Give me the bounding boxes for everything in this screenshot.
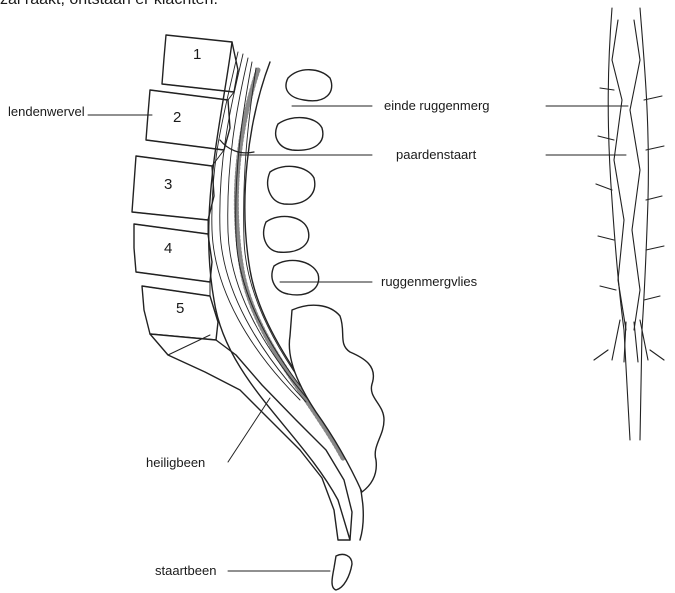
vertebral-bodies [132,35,238,340]
label-lumbar-vertebra: lendenwervel [8,104,85,119]
vertebra-number-2: 2 [173,109,181,126]
label-end-spinal-cord: einde ruggenmerg [384,98,490,113]
vertebra-number-1: 1 [193,46,201,63]
vertebra-number-4: 4 [164,240,172,257]
vertebra-number-5: 5 [176,300,184,317]
label-cauda-equina: paardenstaart [396,147,476,162]
label-sacrum: heiligbeen [146,455,205,470]
cauda-equina-detail [594,8,664,440]
label-spinal-membrane: ruggenmergvlies [381,274,477,289]
coccyx [332,554,352,590]
spinous-processes [264,70,332,295]
label-coccyx: staartbeen [155,563,216,578]
vertebra-3 [132,156,214,220]
vertebra-1 [162,35,238,92]
vertebra-number-3: 3 [164,176,172,193]
